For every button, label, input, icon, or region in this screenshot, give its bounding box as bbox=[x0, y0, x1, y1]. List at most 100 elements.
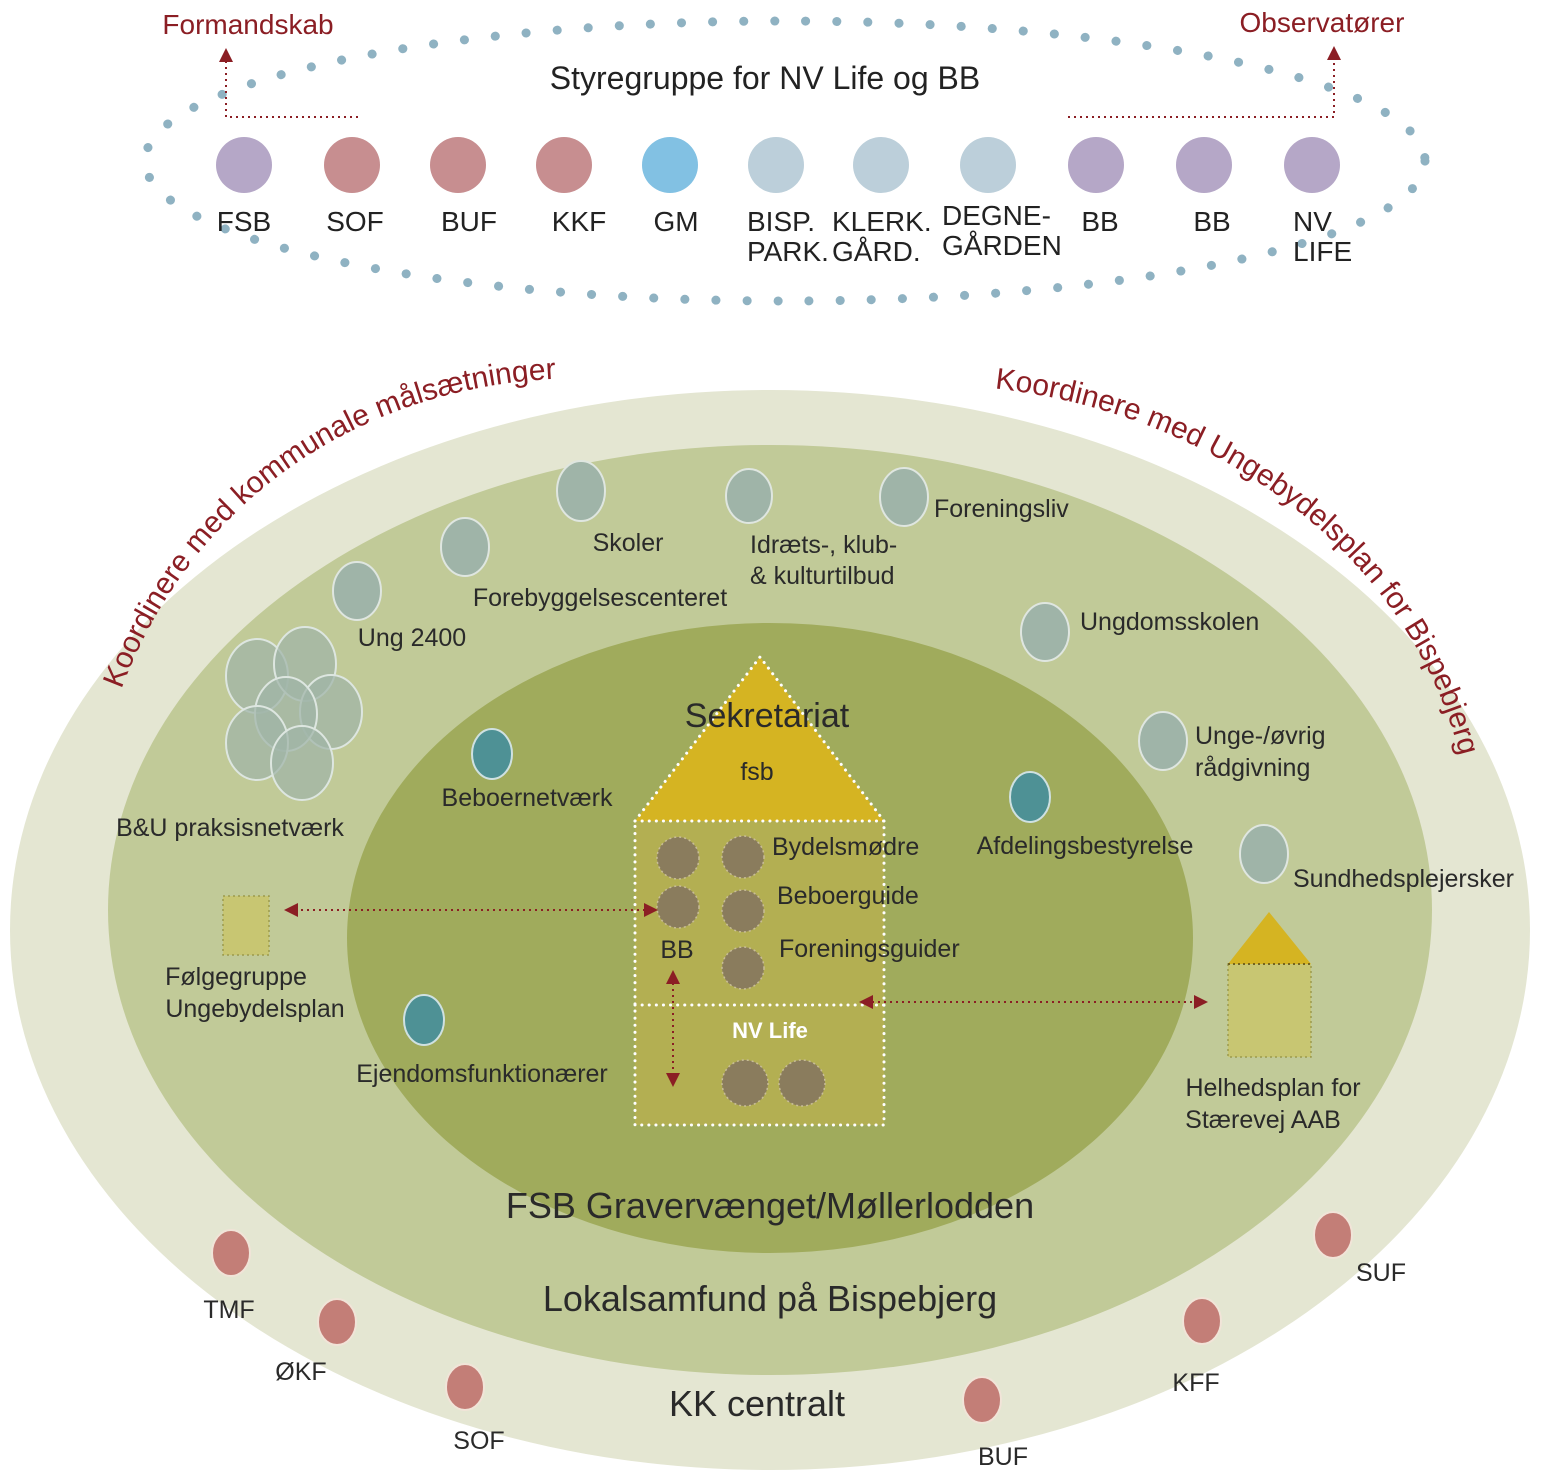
chair-connector-arrow bbox=[219, 48, 358, 118]
member-8-label: BB bbox=[1081, 206, 1118, 237]
member-10-label: LIFE bbox=[1293, 236, 1352, 267]
member-10-label: NV bbox=[1293, 206, 1332, 237]
member-5-circle bbox=[748, 137, 804, 193]
member-4-circle bbox=[642, 137, 698, 193]
unge-raadgivning-node bbox=[1138, 711, 1188, 771]
steering-group-title: Styregruppe for NV Life og BB bbox=[550, 60, 980, 96]
kk-dept-5-circle bbox=[1313, 1211, 1353, 1259]
ungdomsskolen-label: Ungdomsskolen bbox=[1080, 608, 1259, 636]
beboernetvaerk-node bbox=[471, 728, 513, 780]
house-roof-label: fsb bbox=[740, 758, 773, 786]
helhedsplan-label-line-2: Stærevej AAB bbox=[1185, 1106, 1341, 1134]
community-actors: Skoler Idræts-, klub- & kulturtilbud For… bbox=[116, 460, 1514, 1134]
forebyggelse-label: Forebyggelsescenteret bbox=[473, 584, 727, 612]
member-0-label: FSB bbox=[217, 206, 271, 237]
member-2-label: BUF bbox=[441, 206, 497, 237]
inner-ring-label: FSB Gravervænget/Møllerlodden bbox=[506, 1185, 1034, 1226]
observers-label: Observatører bbox=[1240, 7, 1405, 38]
member-3-circle bbox=[536, 137, 592, 193]
helhedsplan-roof bbox=[1228, 912, 1311, 964]
forebyggelse-node bbox=[440, 517, 490, 577]
member-5-label: BISP. bbox=[747, 206, 815, 237]
sundhed-label: Sundhedsplejersker bbox=[1293, 865, 1514, 893]
member-9-circle bbox=[1176, 137, 1232, 193]
beboernetvaerk-label: Beboernetværk bbox=[442, 784, 613, 812]
kk-dept-1-label: ØKF bbox=[275, 1358, 326, 1386]
member-1-circle bbox=[324, 137, 380, 193]
member-0-circle bbox=[216, 137, 272, 193]
member-8-circle bbox=[1068, 137, 1124, 193]
kk-dept-3-label: BUF bbox=[978, 1443, 1028, 1471]
ung2400-label: Ung 2400 bbox=[358, 624, 466, 652]
folgegruppe-box bbox=[222, 895, 270, 956]
member-1-label: SOF bbox=[326, 206, 384, 237]
bydelsmodre-circle bbox=[721, 835, 765, 879]
foreningsguider-circle bbox=[721, 946, 765, 990]
member-7-label: GÅRDEN bbox=[942, 230, 1062, 261]
kk-dept-0-circle bbox=[211, 1229, 251, 1277]
foreningsliv-label: Foreningsliv bbox=[934, 495, 1069, 523]
kk-dept-4-label: KFF bbox=[1172, 1369, 1219, 1397]
chair-label: Formandskab bbox=[162, 9, 333, 40]
bb-member-circle bbox=[656, 836, 700, 880]
helhedsplan-house bbox=[1227, 912, 1312, 1058]
praksis-node bbox=[270, 725, 334, 801]
ung2400-node bbox=[332, 561, 382, 621]
helhedsplan-label-line-1: Helhedsplan for bbox=[1185, 1074, 1360, 1102]
sundhed-node bbox=[1239, 824, 1289, 884]
steering-group-border bbox=[140, 16, 1430, 306]
ejendom-node bbox=[403, 994, 445, 1046]
kk-dept-3-circle bbox=[962, 1376, 1002, 1424]
member-6-label: GÅRD. bbox=[832, 236, 921, 267]
idraet-label-line-2: & kulturtilbud bbox=[750, 562, 895, 590]
kk-dept-4-circle bbox=[1182, 1297, 1222, 1345]
member-7-circle bbox=[960, 137, 1016, 193]
foreningsliv-node bbox=[879, 467, 929, 527]
role-beboerguide: Beboerguide bbox=[777, 882, 919, 910]
skoler-label: Skoler bbox=[593, 529, 664, 557]
ungdomsskolen-node bbox=[1020, 602, 1070, 662]
nvlife-member-circle bbox=[778, 1059, 826, 1107]
outer-ring-label: KK centralt bbox=[669, 1383, 845, 1424]
role-bydelsmodre: Bydelsmødre bbox=[772, 833, 919, 861]
bb-member-circle bbox=[656, 885, 700, 929]
unge-raadgivning-label-line-1: Unge-/øvrig bbox=[1195, 722, 1326, 750]
beboerguide-circle bbox=[721, 889, 765, 933]
praksis-cluster bbox=[225, 626, 363, 801]
member-9-label: BB bbox=[1193, 206, 1230, 237]
member-4-label: GM bbox=[653, 206, 698, 237]
member-10-circle bbox=[1284, 137, 1340, 193]
afdelingsbestyrelse-label: Afdelingsbestyrelse bbox=[977, 832, 1194, 860]
kk-dept-1-circle bbox=[317, 1298, 357, 1346]
idraet-node bbox=[725, 468, 773, 524]
role-foreningsguider: Foreningsguider bbox=[779, 935, 960, 963]
house-title: Sekretariat bbox=[685, 697, 850, 735]
praksis-label: B&U praksisnetværk bbox=[116, 814, 344, 842]
kk-dept-2-label: SOF bbox=[453, 1427, 504, 1455]
member-6-circle bbox=[853, 137, 909, 193]
helhedsplan-body bbox=[1227, 963, 1312, 1058]
estate-actors: Beboernetværk Afdelingsbestyrelse Ejendo… bbox=[356, 728, 1194, 1088]
observers-connector-arrow bbox=[1068, 46, 1341, 118]
member-6-label: KLERK. bbox=[832, 206, 932, 237]
kk-dept-2-circle bbox=[445, 1363, 485, 1411]
bb-label: BB bbox=[660, 936, 693, 964]
member-3-label: KKF bbox=[552, 206, 606, 237]
idraet-label-line-1: Idræts-, klub- bbox=[750, 531, 897, 559]
folgegruppe-label-line-2: Ungebydelsplan bbox=[165, 995, 344, 1023]
member-5-label: PARK. bbox=[747, 236, 829, 267]
steering-group: Styregruppe for NV Life og BB Formandska… bbox=[140, 7, 1430, 306]
house-roof-outline bbox=[633, 654, 886, 823]
nvlife-member-circle bbox=[721, 1059, 769, 1107]
folgegruppe-label-line-1: Følgegruppe bbox=[165, 963, 307, 991]
ejendom-label: Ejendomsfunktionærer bbox=[356, 1060, 608, 1088]
house-roof bbox=[635, 657, 884, 821]
afdelingsbestyrelse-node bbox=[1009, 771, 1051, 823]
skoler-node bbox=[556, 460, 606, 522]
unge-raadgivning-label-line-2: rådgivning bbox=[1195, 754, 1310, 782]
member-2-circle bbox=[430, 137, 486, 193]
nvlife-label: NV Life bbox=[732, 1018, 808, 1043]
